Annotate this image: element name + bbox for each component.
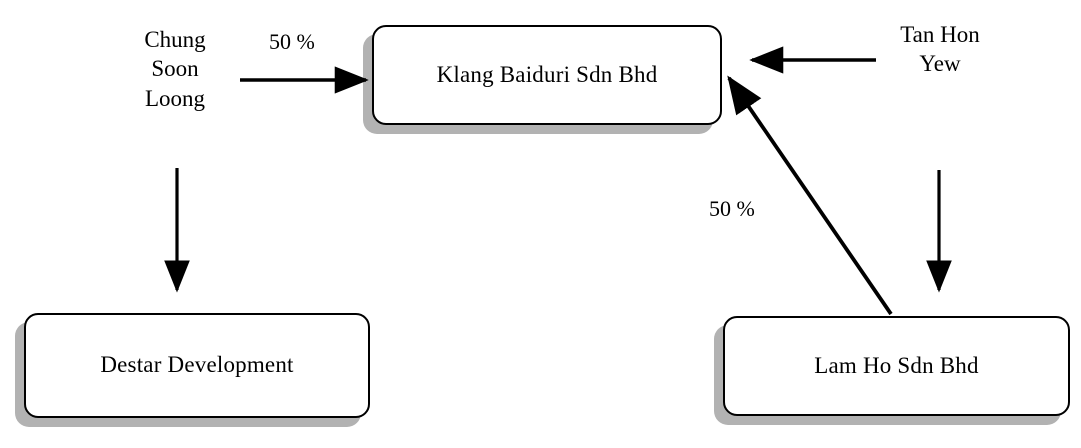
label-line: Chung: [144, 27, 206, 52]
node-label-klang-baiduri: Klang Baiduri Sdn Bhd: [436, 61, 658, 87]
node-lam-ho[interactable]: Lam Ho Sdn Bhd: [723, 316, 1070, 416]
label-line: Soon: [151, 56, 199, 82]
arrow-lamho-to-klang: [727, 75, 893, 316]
node-klang-baiduri[interactable]: Klang Baiduri Sdn Bhd: [372, 25, 722, 125]
node-label-lam-ho: Lam Ho Sdn Bhd: [814, 352, 979, 378]
node-label-destar-development: Destar Development: [100, 352, 294, 378]
label-line: Tan Hon: [900, 22, 980, 47]
label-line: Yew: [919, 51, 961, 77]
label-line: Loong: [144, 85, 206, 111]
node-destar-development[interactable]: Destar Development: [24, 313, 370, 418]
edge-label-chung-to-klang-percent: 50 %: [269, 29, 315, 54]
edge-label-lamho-to-klang-percent: 50 %: [709, 196, 755, 221]
